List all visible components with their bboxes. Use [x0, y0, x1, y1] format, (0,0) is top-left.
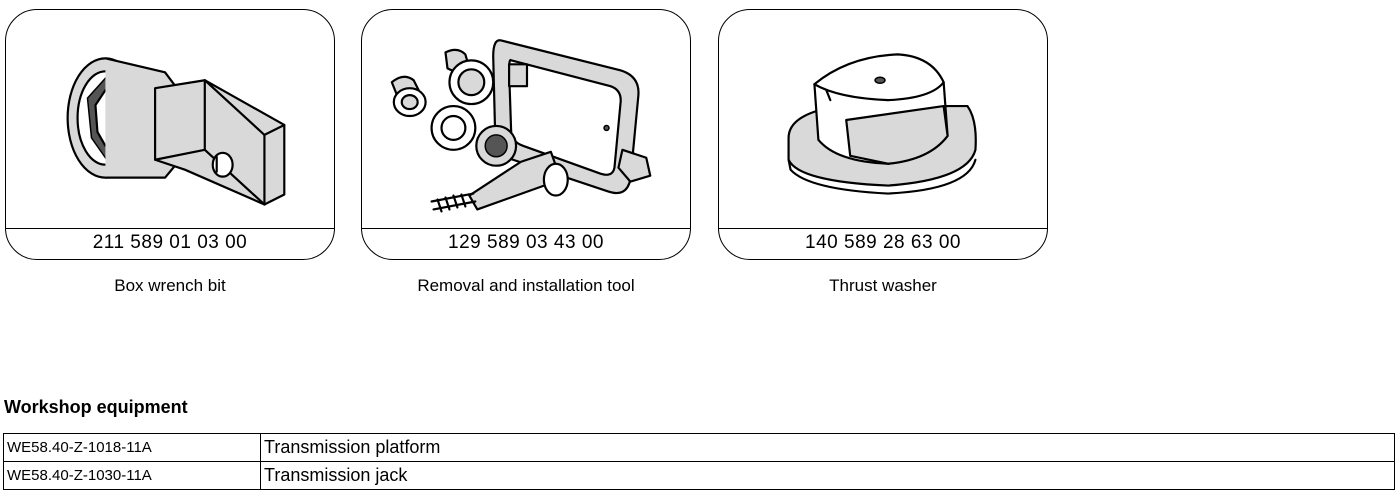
tool-card-box-wrench-bit: 211 589 01 03 00 [5, 9, 335, 260]
equipment-code: WE58.40-Z-1030-11A [3, 461, 261, 490]
part-number: 129 589 03 43 00 [448, 232, 604, 253]
tool-caption: Box wrench bit [114, 276, 226, 295]
removal-installation-tool-illustration [390, 39, 652, 213]
part-number: 140 589 28 63 00 [805, 232, 961, 253]
card-divider [6, 228, 334, 229]
thrust-washer-illustration [787, 53, 977, 195]
table-row: WE58.40-Z-1030-11A Transmission jack [3, 461, 1395, 490]
section-title: Workshop equipment [4, 397, 188, 417]
tool-card-removal-installation-tool: 129 589 03 43 00 [361, 9, 691, 260]
workshop-equipment-table: WE58.40-Z-1018-11A Transmission platform… [3, 433, 1395, 490]
tool-card-thrust-washer: 140 589 28 63 00 [718, 9, 1048, 260]
equipment-code: WE58.40-Z-1018-11A [3, 433, 261, 462]
tool-caption: Removal and installation tool [417, 276, 635, 295]
equipment-description: Transmission jack [260, 461, 1395, 490]
part-number: 211 589 01 03 00 [92, 232, 248, 253]
box-wrench-bit-illustration [66, 57, 286, 206]
tool-caption: Thrust washer [829, 276, 937, 295]
equipment-description: Transmission platform [260, 433, 1395, 462]
card-divider [362, 228, 690, 229]
table-row: WE58.40-Z-1018-11A Transmission platform [3, 433, 1395, 462]
card-divider [719, 228, 1047, 229]
